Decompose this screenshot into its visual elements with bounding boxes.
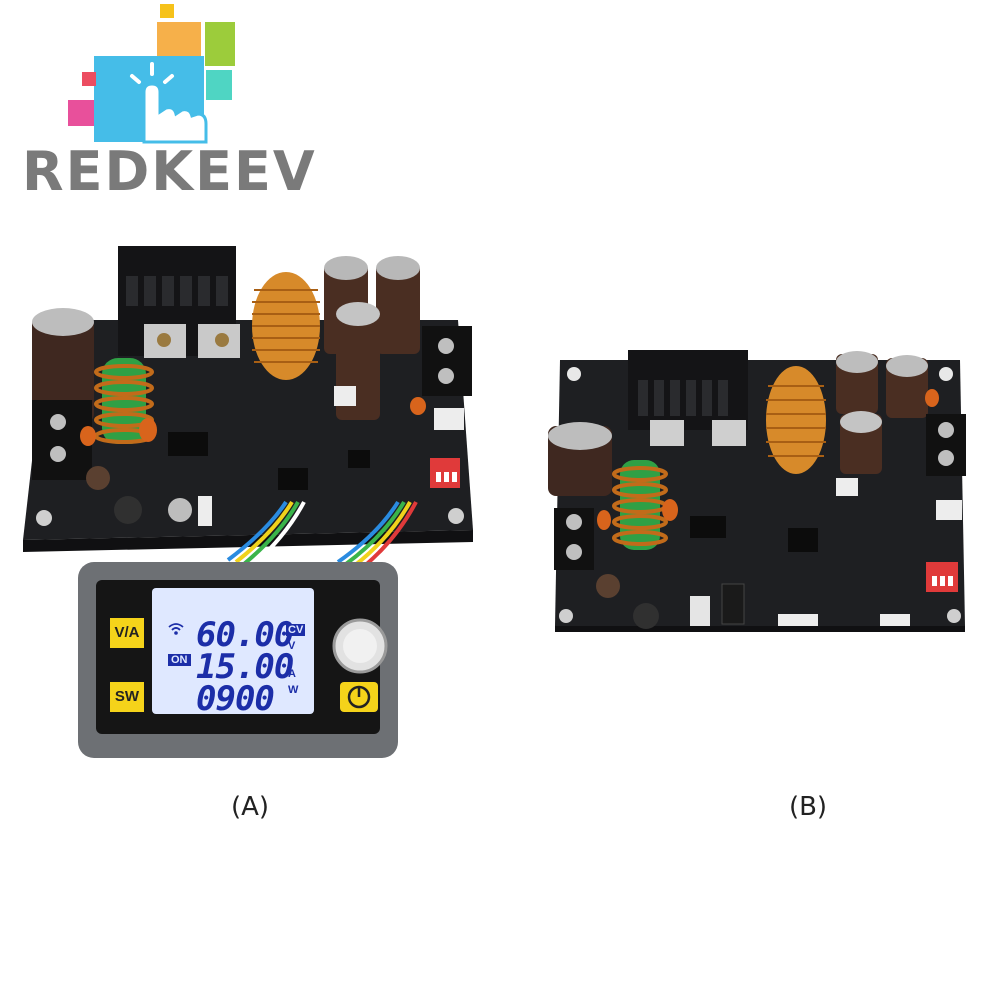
lcd-status-badge: ON <box>168 654 191 666</box>
product-a-pcb-image <box>23 246 473 570</box>
product-a-display-module: V/A SW 60.00 15.00 0900 CV V A W ON <box>78 556 398 766</box>
brand-logo-text: REDKEEV <box>22 140 317 203</box>
lcd-power-unit: W <box>288 684 299 696</box>
wifi-icon <box>168 623 184 635</box>
lcd-current-reading: 15.00 <box>196 647 294 687</box>
display-enclosure-image <box>78 562 398 758</box>
lcd-mode-badge: CV <box>286 624 306 636</box>
va-button-label: V/A <box>114 624 140 641</box>
lcd-power-reading: 0900 <box>196 679 275 719</box>
brand-logo-icon <box>68 4 235 144</box>
product-b-pcb-image <box>548 350 966 632</box>
product-a-caption: (A) <box>230 792 270 822</box>
product-b-caption: (B) <box>788 792 828 822</box>
lcd-current-unit: A <box>288 668 296 680</box>
sw-button-label: SW <box>114 688 140 705</box>
lcd-voltage-unit: V <box>288 640 296 652</box>
lcd-voltage-reading: 60.00 <box>196 615 294 655</box>
